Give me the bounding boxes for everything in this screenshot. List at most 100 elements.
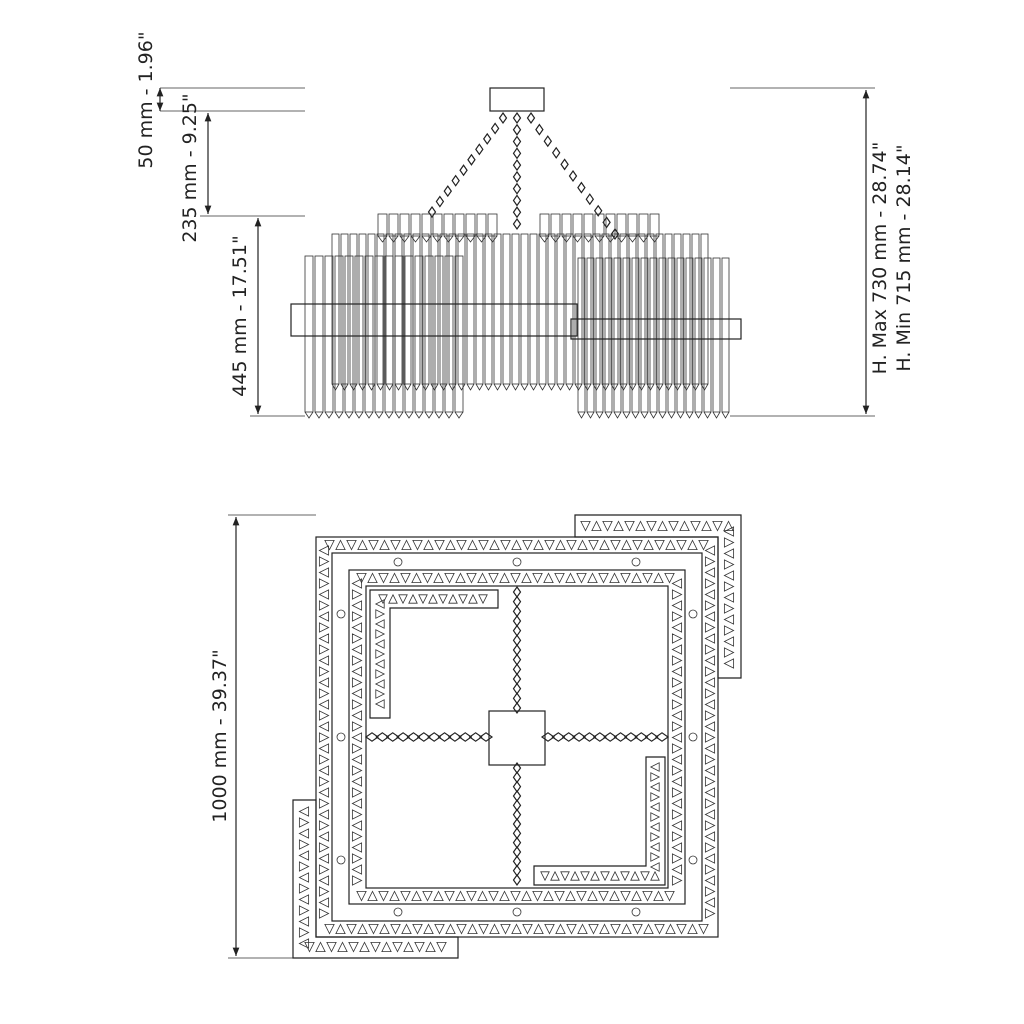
rivet [512, 557, 522, 567]
chain-link [654, 732, 670, 742]
prism-tip [613, 411, 622, 419]
triangle-motif [351, 666, 363, 677]
triangle-motif [335, 923, 346, 935]
prism-tip [511, 383, 520, 391]
prism-tip [487, 235, 498, 243]
prism-tip [404, 411, 414, 419]
prism-tip [364, 411, 374, 419]
triangle-motif [653, 572, 664, 584]
triangle-motif [554, 890, 565, 902]
crystal-prism [586, 257, 595, 413]
triangle-motif [649, 842, 660, 852]
chain-link [540, 732, 556, 742]
triangle-motif [723, 647, 735, 658]
crystal-prism [592, 233, 601, 385]
triangle-motif [318, 545, 330, 556]
crystal-block-bottom-right-inner [533, 756, 666, 886]
prism-tip [484, 383, 493, 391]
triangle-motif [632, 923, 643, 935]
crystal-prism [637, 233, 646, 385]
prism-tip [324, 411, 334, 419]
triangle-motif [445, 923, 456, 935]
triangle-motif [489, 923, 500, 935]
triangle-motif [704, 611, 716, 622]
crystal-prism [649, 257, 658, 413]
chain-link [613, 732, 628, 742]
chain-link [468, 732, 483, 742]
prism-tip [385, 383, 394, 391]
crystal-prism [367, 233, 376, 385]
triangle-motif [378, 594, 388, 605]
triangle-motif [671, 831, 683, 842]
triangle-motif [455, 572, 466, 584]
triangle-motif [704, 545, 716, 556]
triangle-motif [533, 539, 544, 551]
chain-link [592, 732, 607, 742]
triangle-motif [356, 572, 367, 584]
triangle-motif [598, 572, 609, 584]
triangle-motif [650, 812, 661, 822]
chain-link [437, 732, 452, 742]
triangle-motif [351, 842, 363, 853]
triangle-motif [434, 539, 445, 551]
prism-tip [377, 235, 388, 243]
crystal-prism [487, 213, 498, 237]
triangle-motif [357, 539, 368, 551]
triangle-motif [367, 572, 378, 584]
plan-chains [364, 585, 670, 887]
triangle-motif [298, 905, 310, 916]
triangle-motif [609, 572, 620, 584]
triangle-motif [318, 897, 330, 908]
chain-link [512, 194, 522, 207]
triangle-motif [650, 792, 661, 802]
prism-tip [454, 411, 464, 419]
prism-tip [434, 411, 444, 419]
chain-link [427, 205, 437, 219]
triangle-motif [532, 572, 543, 584]
triangle-motif [318, 556, 330, 567]
triangle-motif [671, 765, 683, 776]
chain-link [551, 146, 561, 159]
crystal-prism [344, 255, 354, 413]
metal-band-right [570, 318, 742, 340]
triangle-motif [671, 633, 683, 644]
triangle-motif [665, 539, 676, 551]
crystal-prism [358, 233, 367, 385]
crystal-prism [414, 255, 424, 413]
triangle-motif [704, 556, 716, 567]
crystal-prism [432, 213, 443, 237]
crystal-prism [691, 233, 700, 385]
triangle-motif [318, 743, 330, 754]
crystal-prism [712, 257, 721, 413]
triangle-motif [712, 520, 723, 532]
crystal-prism [466, 233, 475, 385]
crystal-prism [539, 213, 550, 237]
triangle-motif [403, 941, 414, 953]
triangle-motif [704, 567, 716, 578]
crystal-prism [646, 233, 655, 385]
triangle-motif [521, 572, 532, 584]
crystal-prism [502, 233, 511, 385]
chain-link [568, 169, 578, 183]
crystal-prism [529, 233, 538, 385]
crystal-prism [604, 257, 613, 413]
crystal-prism [475, 233, 484, 385]
crystal-prism [454, 213, 465, 237]
crystal-prisms [304, 213, 730, 419]
rivet [393, 907, 403, 917]
crystal-prism [595, 257, 604, 413]
triangle-motif [370, 941, 381, 953]
crystal-prism [556, 233, 565, 385]
triangle-motif [374, 699, 385, 709]
triangle-motif [649, 782, 660, 792]
triangle-motif [704, 622, 716, 633]
triangle-motif [671, 721, 683, 732]
triangle-motif [630, 870, 640, 881]
width-dimension-label: 1000 mm - 39.37" [209, 649, 231, 822]
prism-tip [394, 383, 403, 391]
chain-link [458, 732, 473, 742]
triangle-motif [635, 520, 646, 532]
triangle-motif [704, 732, 716, 743]
prism-tip [454, 235, 465, 243]
triangle-motif [375, 629, 386, 639]
